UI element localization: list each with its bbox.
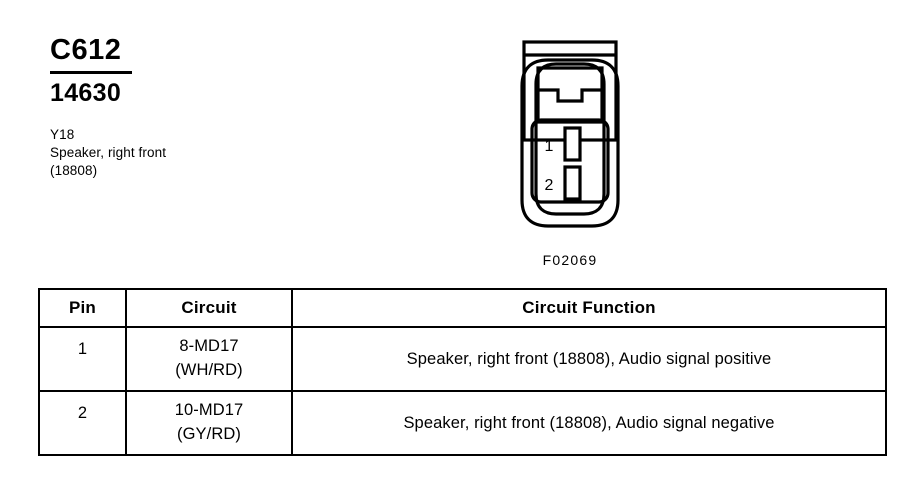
connector-header: C612 14630 Y18 Speaker, right front (188… [50,36,310,179]
circuit-color: (WH/RD) [175,361,243,379]
pin-value: 2 [77,403,88,422]
component-number: (18808) [50,162,98,178]
cell-function: Speaker, right front (18808), Audio sign… [291,326,887,392]
cell-function: Speaker, right front (18808), Audio sign… [291,390,887,456]
pin-label-2: 2 [545,177,554,194]
column-header-function: Circuit Function [291,288,887,328]
pin-table: Pin Circuit Circuit Function 1 8-MD17 (W… [38,288,887,456]
pin-value: 1 [77,339,88,358]
cell-pin: 1 [38,326,127,392]
connector-id: C612 [50,34,122,66]
column-header-pin: Pin [38,288,127,328]
cell-pin: 2 [38,390,127,456]
reference-code: Y18 [50,127,75,142]
column-header-circuit: Circuit [125,288,293,328]
latch-tab-notched [536,66,604,124]
pin-housing [530,118,610,204]
part-number: 14630 [50,79,122,107]
table-row: 1 8-MD17 (WH/RD) Speaker, right front (1… [38,326,887,392]
latch-notch-step [538,88,602,103]
figure-caption: F02069 [542,252,598,268]
pin-slot-1 [563,126,582,162]
pin-label-1: 1 [545,138,554,155]
connector-id-underline [50,71,132,74]
table-row: 2 10-MD17 (GY/RD) Speaker, right front (… [38,390,887,456]
cell-circuit: 8-MD17 (WH/RD) [125,326,293,392]
pin-table-container: Pin Circuit Circuit Function 1 8-MD17 (W… [38,288,887,456]
pin-slot-2 [563,165,582,201]
circuit-color: (GY/RD) [177,425,241,443]
circuit-code: 8-MD17 [179,337,239,356]
connector-outer-shell [520,58,620,228]
cell-circuit: 10-MD17 (GY/RD) [125,390,293,456]
circuit-code: 10-MD17 [174,401,244,420]
connector-middle-shell [534,62,606,216]
connector-description: Speaker, right front [50,144,167,160]
table-header-row: Pin Circuit Circuit Function [38,288,887,328]
connector-diagram: 1 2 [470,22,670,282]
